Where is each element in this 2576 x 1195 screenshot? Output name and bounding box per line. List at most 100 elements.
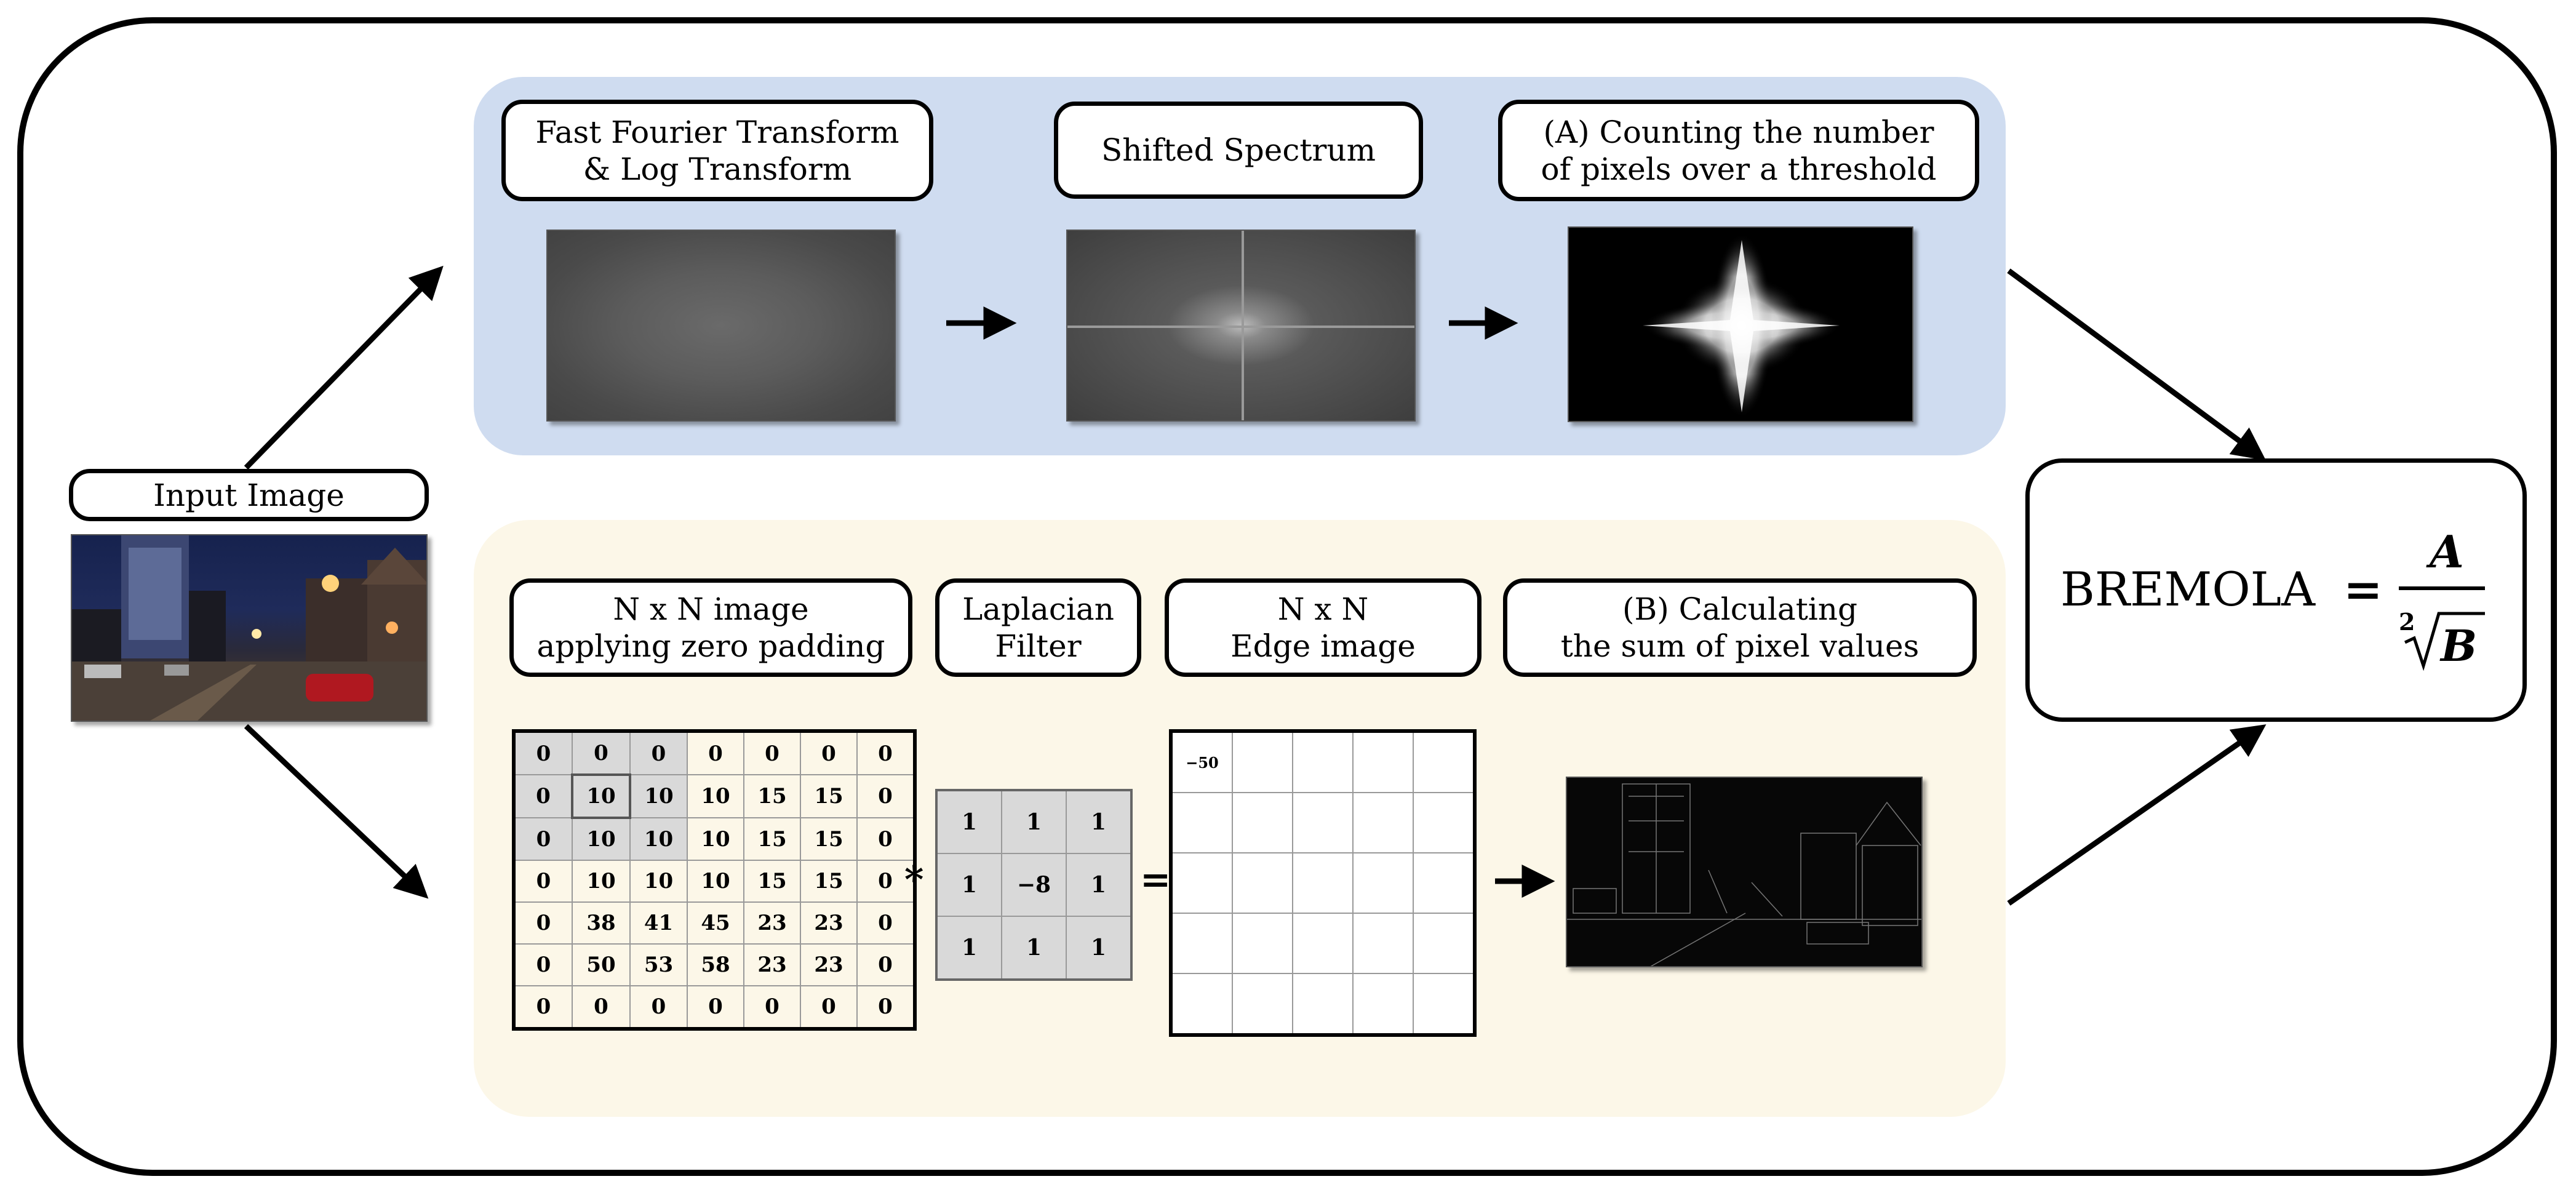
- padded-matrix-cell: 45: [687, 901, 744, 945]
- shifted-spectrum-label: Shifted Spectrum: [1054, 102, 1423, 199]
- shifted-spectrum-label-text: Shifted Spectrum: [1101, 132, 1376, 168]
- formula-equals: =: [2343, 562, 2383, 617]
- padded-matrix-cell: 15: [800, 860, 858, 903]
- edge-matrix-cell: [1292, 852, 1354, 914]
- edge-image-label-line1: N x N: [1277, 591, 1369, 627]
- edge-matrix-cell: [1413, 852, 1475, 914]
- arrow-input-to-laplacian: [244, 724, 429, 899]
- fft-log-label-line2: & Log Transform: [583, 151, 852, 187]
- zero-padding-label-line2: applying zero padding: [536, 628, 885, 664]
- convolution-symbol: *: [904, 858, 924, 901]
- laplacian-filter-label-line2: Filter: [995, 628, 1082, 664]
- edge-image-label-line2: Edge image: [1230, 628, 1416, 664]
- edge-matrix-cell: [1232, 852, 1293, 914]
- edge-lines-picture: [1567, 783, 1921, 966]
- edge-matrix-row: [1170, 913, 1475, 974]
- padded-matrix-cell: 0: [572, 985, 631, 1029]
- bremola-formula: BREMOLA = A 2 B: [2060, 526, 2485, 671]
- spectrum-horizontal-axis: [1067, 326, 1414, 328]
- equals-symbol: =: [1140, 858, 1171, 901]
- padded-matrix-cell: 0: [513, 730, 573, 775]
- shifted-spectrum-image: [1066, 230, 1416, 422]
- input-image-label-text: Input Image: [153, 477, 345, 513]
- padded-matrix-cell: 10: [572, 860, 631, 903]
- fft-log-label-line1: Fast Fourier Transform: [535, 114, 899, 150]
- padded-matrix-cell: 10: [629, 774, 688, 818]
- laplacian-filter-label-line1: Laplacian: [962, 591, 1114, 627]
- thresholded-spectrum-image: [1568, 226, 1913, 422]
- bremola-formula-box: BREMOLA = A 2 B: [2025, 458, 2527, 722]
- edge-matrix-cell: [1352, 852, 1414, 914]
- edge-matrix-cell: [1170, 852, 1233, 914]
- night-street-picture: [72, 535, 426, 721]
- fft-log-spectrum-image: [546, 230, 896, 422]
- edge-matrix-cell: [1292, 792, 1354, 853]
- edge-matrix-cell: [1413, 973, 1475, 1036]
- counting-pixels-label: (A) Counting the number of pixels over a…: [1498, 100, 1979, 201]
- counting-pixels-label-line1: (A) Counting the number: [1543, 114, 1934, 150]
- kernel-cell: −8: [1001, 853, 1067, 917]
- edge-matrix-cell: [1292, 913, 1354, 974]
- edge-matrix-row: [1170, 852, 1475, 914]
- padded-matrix-cell: 15: [800, 817, 858, 861]
- arrow-sum-to-formula: [2007, 724, 2267, 906]
- padded-matrix-cell: 0: [856, 985, 915, 1029]
- padded-matrix-cell: 10: [629, 817, 688, 861]
- padded-matrix-cell: 0: [800, 730, 858, 775]
- kernel-cell: 1: [1066, 853, 1132, 917]
- kernel-cell: 1: [936, 916, 1002, 980]
- edge-matrix-cell: [1292, 730, 1354, 793]
- edge-matrix-cell: [1232, 973, 1293, 1036]
- padded-matrix-cell: 0: [629, 985, 688, 1029]
- edge-matrix-cell: [1232, 792, 1293, 853]
- arrow-input-to-fft: [244, 265, 444, 470]
- padded-matrix-cell: 0: [513, 943, 573, 986]
- zero-padding-label: N x N image applying zero padding: [509, 578, 912, 677]
- padded-matrix-cell: 0: [743, 985, 801, 1029]
- edge-matrix-cell: [1170, 973, 1233, 1036]
- padded-matrix-cell: 0: [856, 901, 915, 945]
- padded-matrix-cell: 0: [513, 985, 573, 1029]
- formula-lhs: BREMOLA: [2060, 562, 2316, 617]
- edge-matrix-row: [1170, 792, 1475, 853]
- edge-matrix-cell: [1170, 913, 1233, 974]
- sum-pixels-label-line2: the sum of pixel values: [1560, 628, 1920, 664]
- fft-log-label: Fast Fourier Transform & Log Transform: [501, 100, 933, 201]
- padded-matrix-cell: 10: [687, 774, 744, 818]
- edge-matrix-cell: [1292, 973, 1354, 1036]
- sum-pixels-label-line1: (B) Calculating: [1622, 591, 1857, 627]
- padded-matrix-cell: 15: [743, 860, 801, 903]
- padded-matrix-cell: 0: [513, 774, 573, 818]
- edge-matrix-cell: [1352, 730, 1414, 793]
- padded-matrix-cell: 23: [743, 901, 801, 945]
- padded-matrix-cell: 23: [800, 943, 858, 986]
- padded-matrix-cell: 23: [743, 943, 801, 986]
- kernel-cell: 1: [1066, 916, 1132, 980]
- padded-matrix-cell: 53: [629, 943, 688, 986]
- padded-matrix-cell: 0: [629, 730, 688, 775]
- padded-matrix-cell: 0: [513, 817, 573, 861]
- padded-matrix-cell: 0: [687, 985, 744, 1029]
- input-image-night-street: [71, 534, 428, 722]
- padded-matrix-cell: 0: [856, 774, 915, 818]
- edge-matrix-cell: [1170, 792, 1233, 853]
- padded-matrix-cell: 10: [571, 773, 631, 819]
- padded-matrix-cell: 0: [856, 943, 915, 986]
- edge-matrix-row: [1170, 973, 1475, 1036]
- input-image-label: Input Image: [69, 469, 429, 521]
- padded-matrix-cell: 0: [513, 901, 573, 945]
- edge-matrix-cell: [1413, 913, 1475, 974]
- edge-detected-image: [1566, 777, 1923, 967]
- formula-radicand: B: [2439, 620, 2477, 671]
- padded-matrix-cell: 0: [800, 985, 858, 1029]
- sum-pixels-label: (B) Calculating the sum of pixel values: [1503, 578, 1977, 677]
- kernel-cell: 1: [1066, 789, 1132, 854]
- edge-matrix-cell: [1352, 913, 1414, 974]
- padded-matrix-cell: 0: [856, 860, 915, 903]
